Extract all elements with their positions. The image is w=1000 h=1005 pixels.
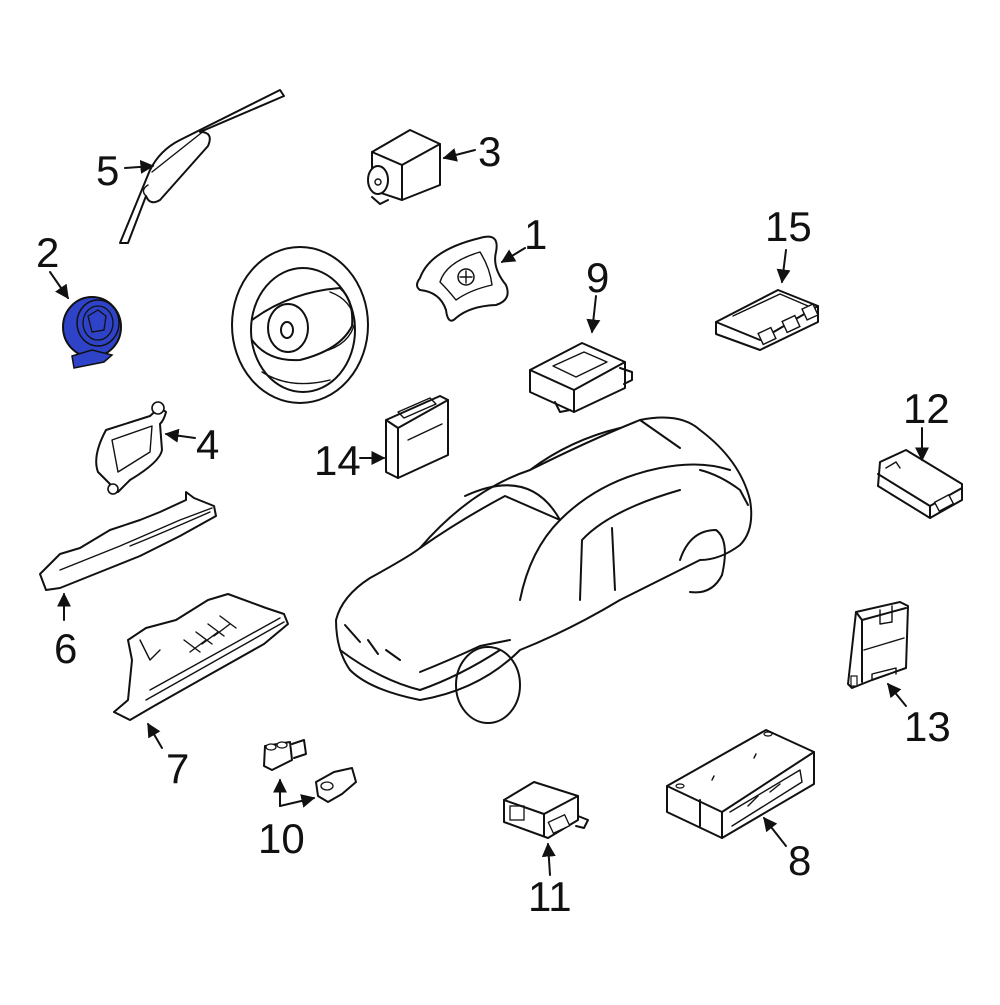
callout-12[interactable]: 12 xyxy=(903,385,950,432)
car-outline xyxy=(335,416,753,724)
part-4-side-airbag[interactable] xyxy=(95,401,196,495)
callout-13[interactable]: 13 xyxy=(904,703,951,750)
callout-9[interactable]: 9 xyxy=(586,254,610,301)
callout-8[interactable]: 8 xyxy=(788,837,812,884)
part-5-curtain-airbag[interactable] xyxy=(119,89,285,244)
callout-10[interactable]: 10 xyxy=(258,815,305,862)
part-11-sensor-module[interactable] xyxy=(503,781,589,876)
steering-wheel xyxy=(231,246,369,404)
part-15-module[interactable] xyxy=(715,249,819,351)
callout-5[interactable]: 5 xyxy=(96,147,120,194)
callout-7[interactable]: 7 xyxy=(166,745,190,792)
part-2-clock-spring[interactable] xyxy=(49,271,122,369)
callout-1[interactable]: 1 xyxy=(524,211,548,258)
part-13-seat-sensor[interactable] xyxy=(847,601,909,707)
callout-6[interactable]: 6 xyxy=(54,625,78,672)
part-7-glove-box[interactable] xyxy=(113,593,289,749)
callout-4[interactable]: 4 xyxy=(196,421,220,468)
part-8-control-module[interactable] xyxy=(666,729,815,847)
callout-3[interactable]: 3 xyxy=(478,128,502,175)
part-1-driver-airbag[interactable] xyxy=(416,235,526,322)
callout-14[interactable]: 14 xyxy=(314,437,361,484)
callout-15[interactable]: 15 xyxy=(765,203,812,250)
part-9-sensor-module[interactable] xyxy=(529,295,633,413)
part-12-module[interactable] xyxy=(877,427,963,519)
part-3-pretensioner[interactable] xyxy=(367,129,476,205)
part-14-control-unit[interactable] xyxy=(359,395,449,479)
part-6-bracket[interactable] xyxy=(39,491,217,621)
callout-2[interactable]: 2 xyxy=(36,229,60,276)
callout-11[interactable]: 11 xyxy=(528,873,572,920)
part-10-impact-sensors[interactable] xyxy=(263,739,357,808)
